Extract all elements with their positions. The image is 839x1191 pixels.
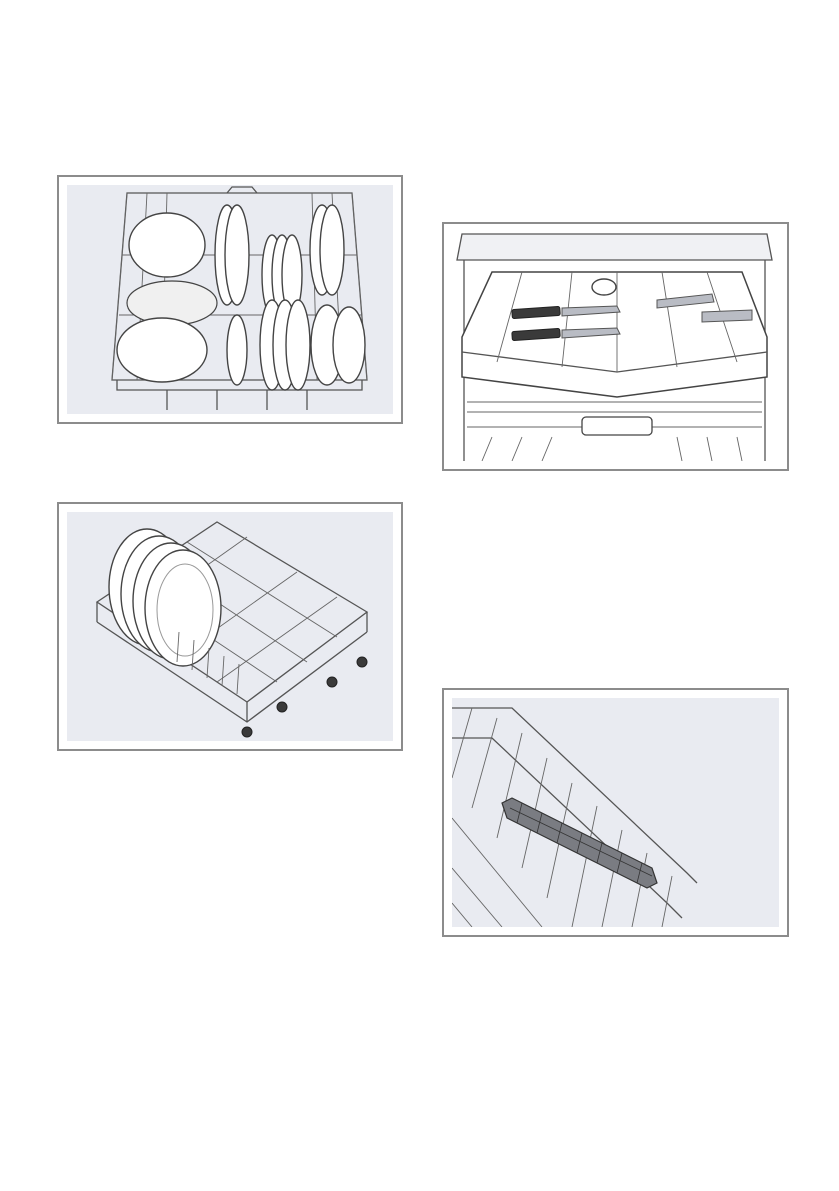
- figure-panel: [67, 512, 393, 741]
- figure-lower-basket-bowls-plates: [57, 175, 403, 424]
- rack-insert-illustration: [452, 698, 779, 927]
- cutlery-drawer-illustration: [452, 232, 779, 461]
- figure-lower-basket-large-plates: [57, 502, 403, 751]
- basket-bowls-plates-illustration: [67, 185, 393, 414]
- figure-panel: [67, 185, 393, 414]
- figure-panel: [452, 232, 779, 461]
- figure-rack-insert: [442, 688, 789, 937]
- basket-large-plates-illustration: [67, 512, 393, 741]
- figure-panel: [452, 698, 779, 927]
- figure-cutlery-drawer: [442, 222, 789, 471]
